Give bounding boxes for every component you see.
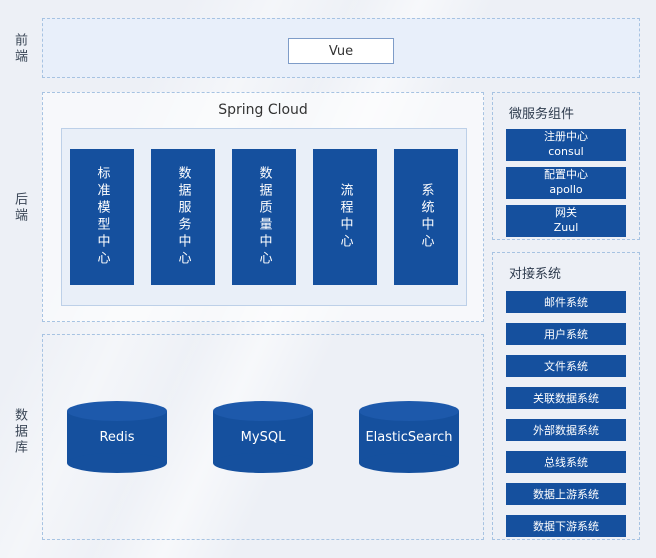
center-node-workflow: 流程中心: [313, 149, 377, 285]
integration-node-user: 用户系统: [506, 323, 626, 345]
layer-label-frontend: 前端: [12, 33, 27, 65]
database-cylinder-elasticsearch: ElasticSearch: [359, 401, 459, 473]
microservices-list: 注册中心 consul 配置中心 apollo 网关 Zuul: [493, 122, 639, 237]
integration-node-mail: 邮件系统: [506, 291, 626, 313]
micro-node-tech: apollo: [549, 183, 583, 196]
frontend-section: Vue: [42, 18, 640, 78]
database-label: ElasticSearch: [365, 429, 453, 445]
layer-label-database: 数据库: [12, 408, 27, 456]
integrations-title: 对接系统: [509, 267, 562, 282]
center-node-label: 流程中心: [337, 183, 353, 251]
backend-centers-panel: 标准模型中心 数据服务中心 数据质量中心 流程中心 系统中心: [61, 128, 467, 306]
micro-node-name: 网关: [555, 206, 577, 220]
database-section: Redis MySQL ElasticSearch: [42, 334, 484, 540]
integration-node-upstream: 数据上游系统: [506, 483, 626, 505]
integrations-list: 邮件系统 用户系统 文件系统 关联数据系统 外部数据系统 总线系统 数据上游系统…: [493, 282, 639, 537]
center-node-system: 系统中心: [394, 149, 458, 285]
micro-node-config: 配置中心 apollo: [506, 167, 626, 199]
database-label: Redis: [99, 429, 135, 445]
center-node-data-service: 数据服务中心: [151, 149, 215, 285]
center-node-standard-model: 标准模型中心: [70, 149, 134, 285]
layer-label-backend: 后端: [12, 192, 27, 224]
backend-section: Spring Cloud 标准模型中心 数据服务中心 数据质量中心 流程中心 系…: [42, 92, 484, 322]
micro-node-name: 配置中心: [544, 168, 588, 182]
integration-node-external-data: 外部数据系统: [506, 419, 626, 441]
microservices-section: 微服务组件 注册中心 consul 配置中心 apollo 网关 Zuul: [492, 92, 640, 240]
center-node-label: 数据质量中心: [256, 166, 272, 268]
integration-node-related-data: 关联数据系统: [506, 387, 626, 409]
integration-node-file: 文件系统: [506, 355, 626, 377]
integrations-section: 对接系统 邮件系统 用户系统 文件系统 关联数据系统 外部数据系统 总线系统 数…: [492, 252, 640, 540]
integration-node-downstream: 数据下游系统: [506, 515, 626, 537]
micro-node-tech: consul: [548, 145, 584, 158]
center-node-label: 标准模型中心: [94, 166, 110, 268]
micro-node-tech: Zuul: [553, 221, 579, 234]
micro-node-name: 注册中心: [544, 130, 588, 144]
database-cylinder-mysql: MySQL: [213, 401, 313, 473]
vue-node: Vue: [288, 38, 394, 64]
center-node-label: 数据服务中心: [175, 166, 191, 268]
database-cylinder-redis: Redis: [67, 401, 167, 473]
database-label: MySQL: [240, 429, 286, 445]
spring-cloud-title: Spring Cloud: [218, 102, 308, 118]
micro-node-gateway: 网关 Zuul: [506, 205, 626, 237]
center-node-data-quality: 数据质量中心: [232, 149, 296, 285]
integration-node-bus: 总线系统: [506, 451, 626, 473]
microservices-title: 微服务组件: [509, 107, 575, 122]
micro-node-registry: 注册中心 consul: [506, 129, 626, 161]
center-node-label: 系统中心: [418, 183, 434, 251]
